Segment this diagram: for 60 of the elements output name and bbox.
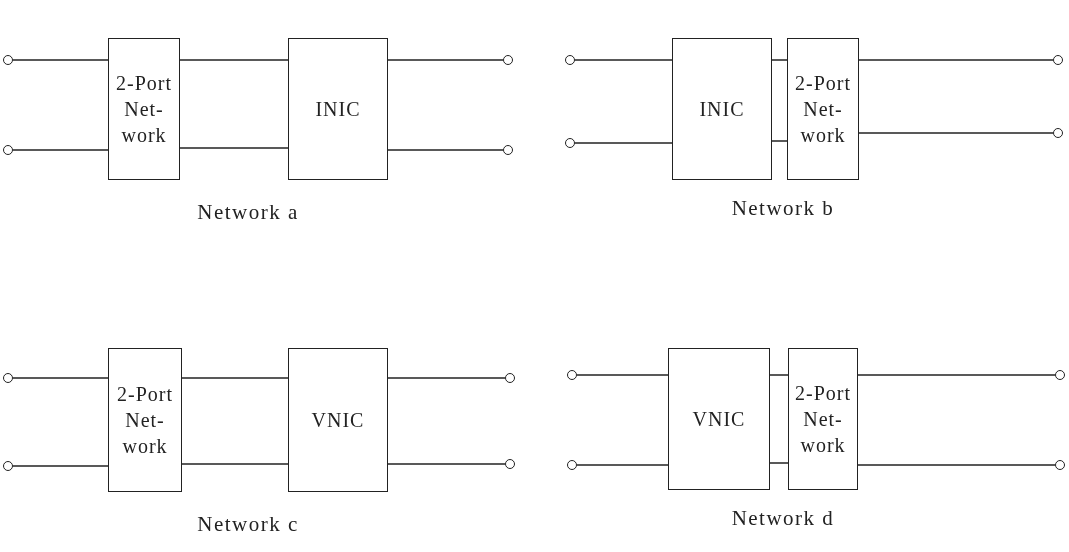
network-caption: Network c: [197, 512, 299, 537]
connecting-wire: [858, 59, 1054, 61]
connecting-wire: [574, 59, 673, 61]
terminal-circle: [3, 373, 13, 383]
terminal-circle: [505, 373, 515, 383]
terminal-circle: [503, 55, 513, 65]
connecting-wire: [387, 463, 506, 465]
connecting-wire: [769, 374, 789, 376]
connecting-wire: [12, 149, 109, 151]
network-caption: Network b: [731, 196, 835, 221]
terminal-circle: [1053, 55, 1063, 65]
connecting-wire: [12, 377, 109, 379]
terminal-circle: [1053, 128, 1063, 138]
network-block: [787, 38, 859, 180]
connecting-wire: [387, 59, 504, 61]
network-block: [672, 38, 772, 180]
connecting-wire: [181, 377, 289, 379]
terminal-circle: [1055, 460, 1065, 470]
network-caption: Network d: [731, 506, 835, 531]
terminal-circle: [505, 459, 515, 469]
block-label: 2-Port Net-work: [115, 71, 173, 148]
connecting-wire: [858, 132, 1054, 134]
terminal-circle: [3, 55, 13, 65]
terminal-circle: [567, 460, 577, 470]
connecting-wire: [12, 59, 109, 61]
connecting-wire: [12, 465, 109, 467]
network-block: [108, 348, 182, 492]
connecting-wire: [576, 464, 669, 466]
connecting-wire: [857, 374, 1056, 376]
connecting-wire: [387, 149, 504, 151]
terminal-circle: [567, 370, 577, 380]
terminal-circle: [1055, 370, 1065, 380]
block-label: INIC: [699, 97, 745, 122]
connecting-wire: [181, 463, 289, 465]
block-label: INIC: [315, 97, 361, 122]
connecting-wire: [771, 59, 788, 61]
network-block: [288, 348, 388, 492]
terminal-circle: [503, 145, 513, 155]
network-block: [668, 348, 770, 490]
block-label: VNIC: [311, 408, 365, 433]
block-label: 2-Port Net-work: [794, 71, 852, 148]
terminal-circle: [565, 138, 575, 148]
connecting-wire: [771, 140, 788, 142]
connecting-wire: [387, 377, 506, 379]
network-block: [788, 348, 858, 490]
connecting-wire: [574, 142, 673, 144]
connecting-wire: [769, 462, 789, 464]
terminal-circle: [565, 55, 575, 65]
block-label: VNIC: [692, 407, 746, 432]
network-block: [288, 38, 388, 180]
terminal-circle: [3, 461, 13, 471]
connecting-wire: [179, 147, 289, 149]
terminal-circle: [3, 145, 13, 155]
network-block: [108, 38, 180, 180]
network-caption: Network a: [197, 200, 299, 225]
block-label: 2-Port Net-work: [794, 381, 852, 458]
connecting-wire: [179, 59, 289, 61]
connecting-wire: [576, 374, 669, 376]
connecting-wire: [857, 464, 1056, 466]
block-label: 2-Port Net-work: [116, 382, 174, 459]
